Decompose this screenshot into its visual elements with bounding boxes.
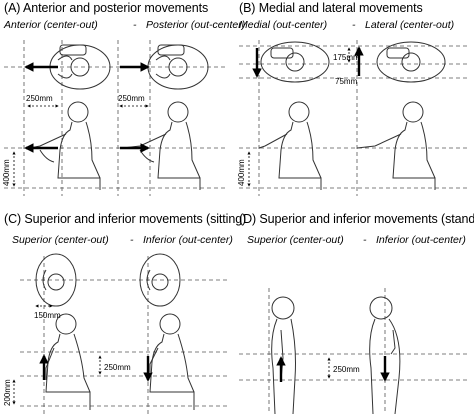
seated-figure-left (29, 101, 101, 190)
seated-figure-right (121, 101, 201, 190)
panel-a-subtitle-right: Posterior (out-center) (146, 19, 246, 31)
top-view-figure-right (147, 44, 209, 90)
panel-c-subtitle-left: Superior (center-out) (12, 234, 109, 246)
seated-figure-left (258, 101, 322, 190)
panel-c-subtitle-right: Inferior (out-center) (143, 234, 233, 246)
panel-d: (D) Superior and inferior movements (sta… (235, 208, 474, 418)
top-view-figure-left (35, 253, 77, 307)
panel-d-subtitle-right: Inferior (out-center) (376, 234, 466, 246)
top-view-figure-right (139, 253, 181, 307)
panel-a-separator: - (133, 19, 137, 31)
dim-c-200mm: 200mm (3, 379, 12, 406)
seated-figure-right (149, 313, 195, 410)
standing-figure-right (369, 296, 401, 415)
top-view-figure-left (260, 41, 330, 83)
dim-d-250mm: 250mm (333, 365, 360, 374)
panel-d-illustration: 250mm (239, 288, 469, 415)
panel-b-illustration: 175mm 75mm 400mm (237, 40, 469, 196)
panel-c-illustration: 150mm 250mm 200mm (3, 253, 228, 414)
top-view-figure-right (376, 41, 446, 83)
panel-c: (C) Superior and inferior movements (sit… (0, 208, 246, 418)
panel-a: (A) Anterior and posterior movements Ant… (0, 0, 245, 200)
dim-c-250mm: 250mm (104, 363, 131, 372)
dim-a-250mm-right: 250mm (118, 94, 145, 103)
panel-a-illustration: 250mm 250mm 400mm (2, 40, 228, 196)
dim-a-250mm-left: 250mm (26, 94, 53, 103)
seated-figure-left (45, 313, 91, 410)
panel-b-subtitle-left: Medial (out-center) (239, 19, 328, 31)
panel-b-separator: - (352, 19, 356, 31)
panel-d-separator: - (363, 234, 367, 246)
panel-a-subtitle-left: Anterior (center-out) (4, 19, 98, 31)
dim-b-175mm: 175mm (333, 53, 360, 62)
dim-a-400mm: 400mm (2, 159, 11, 186)
dim-c-150mm: 150mm (34, 311, 61, 320)
dim-b-400mm: 400mm (237, 159, 246, 186)
panel-d-subtitle-left: Superior (center-out) (247, 234, 344, 246)
top-view-figure-left (49, 44, 111, 90)
panel-d-title: (D) Superior and inferior movements (sta… (239, 212, 474, 226)
panel-b-subtitle-right: Lateral (center-out) (365, 19, 455, 31)
panel-b: (B) Medial and lateral movements Medial … (235, 0, 474, 200)
panel-b-title: (B) Medial and lateral movements (239, 1, 423, 15)
standing-figure-left (271, 296, 296, 415)
panel-c-title: (C) Superior and inferior movements (sit… (4, 212, 247, 226)
panel-c-separator: - (130, 234, 134, 246)
seated-figure-right (356, 101, 436, 190)
dim-b-75mm: 75mm (335, 77, 358, 86)
panel-a-title: (A) Anterior and posterior movements (4, 1, 209, 15)
